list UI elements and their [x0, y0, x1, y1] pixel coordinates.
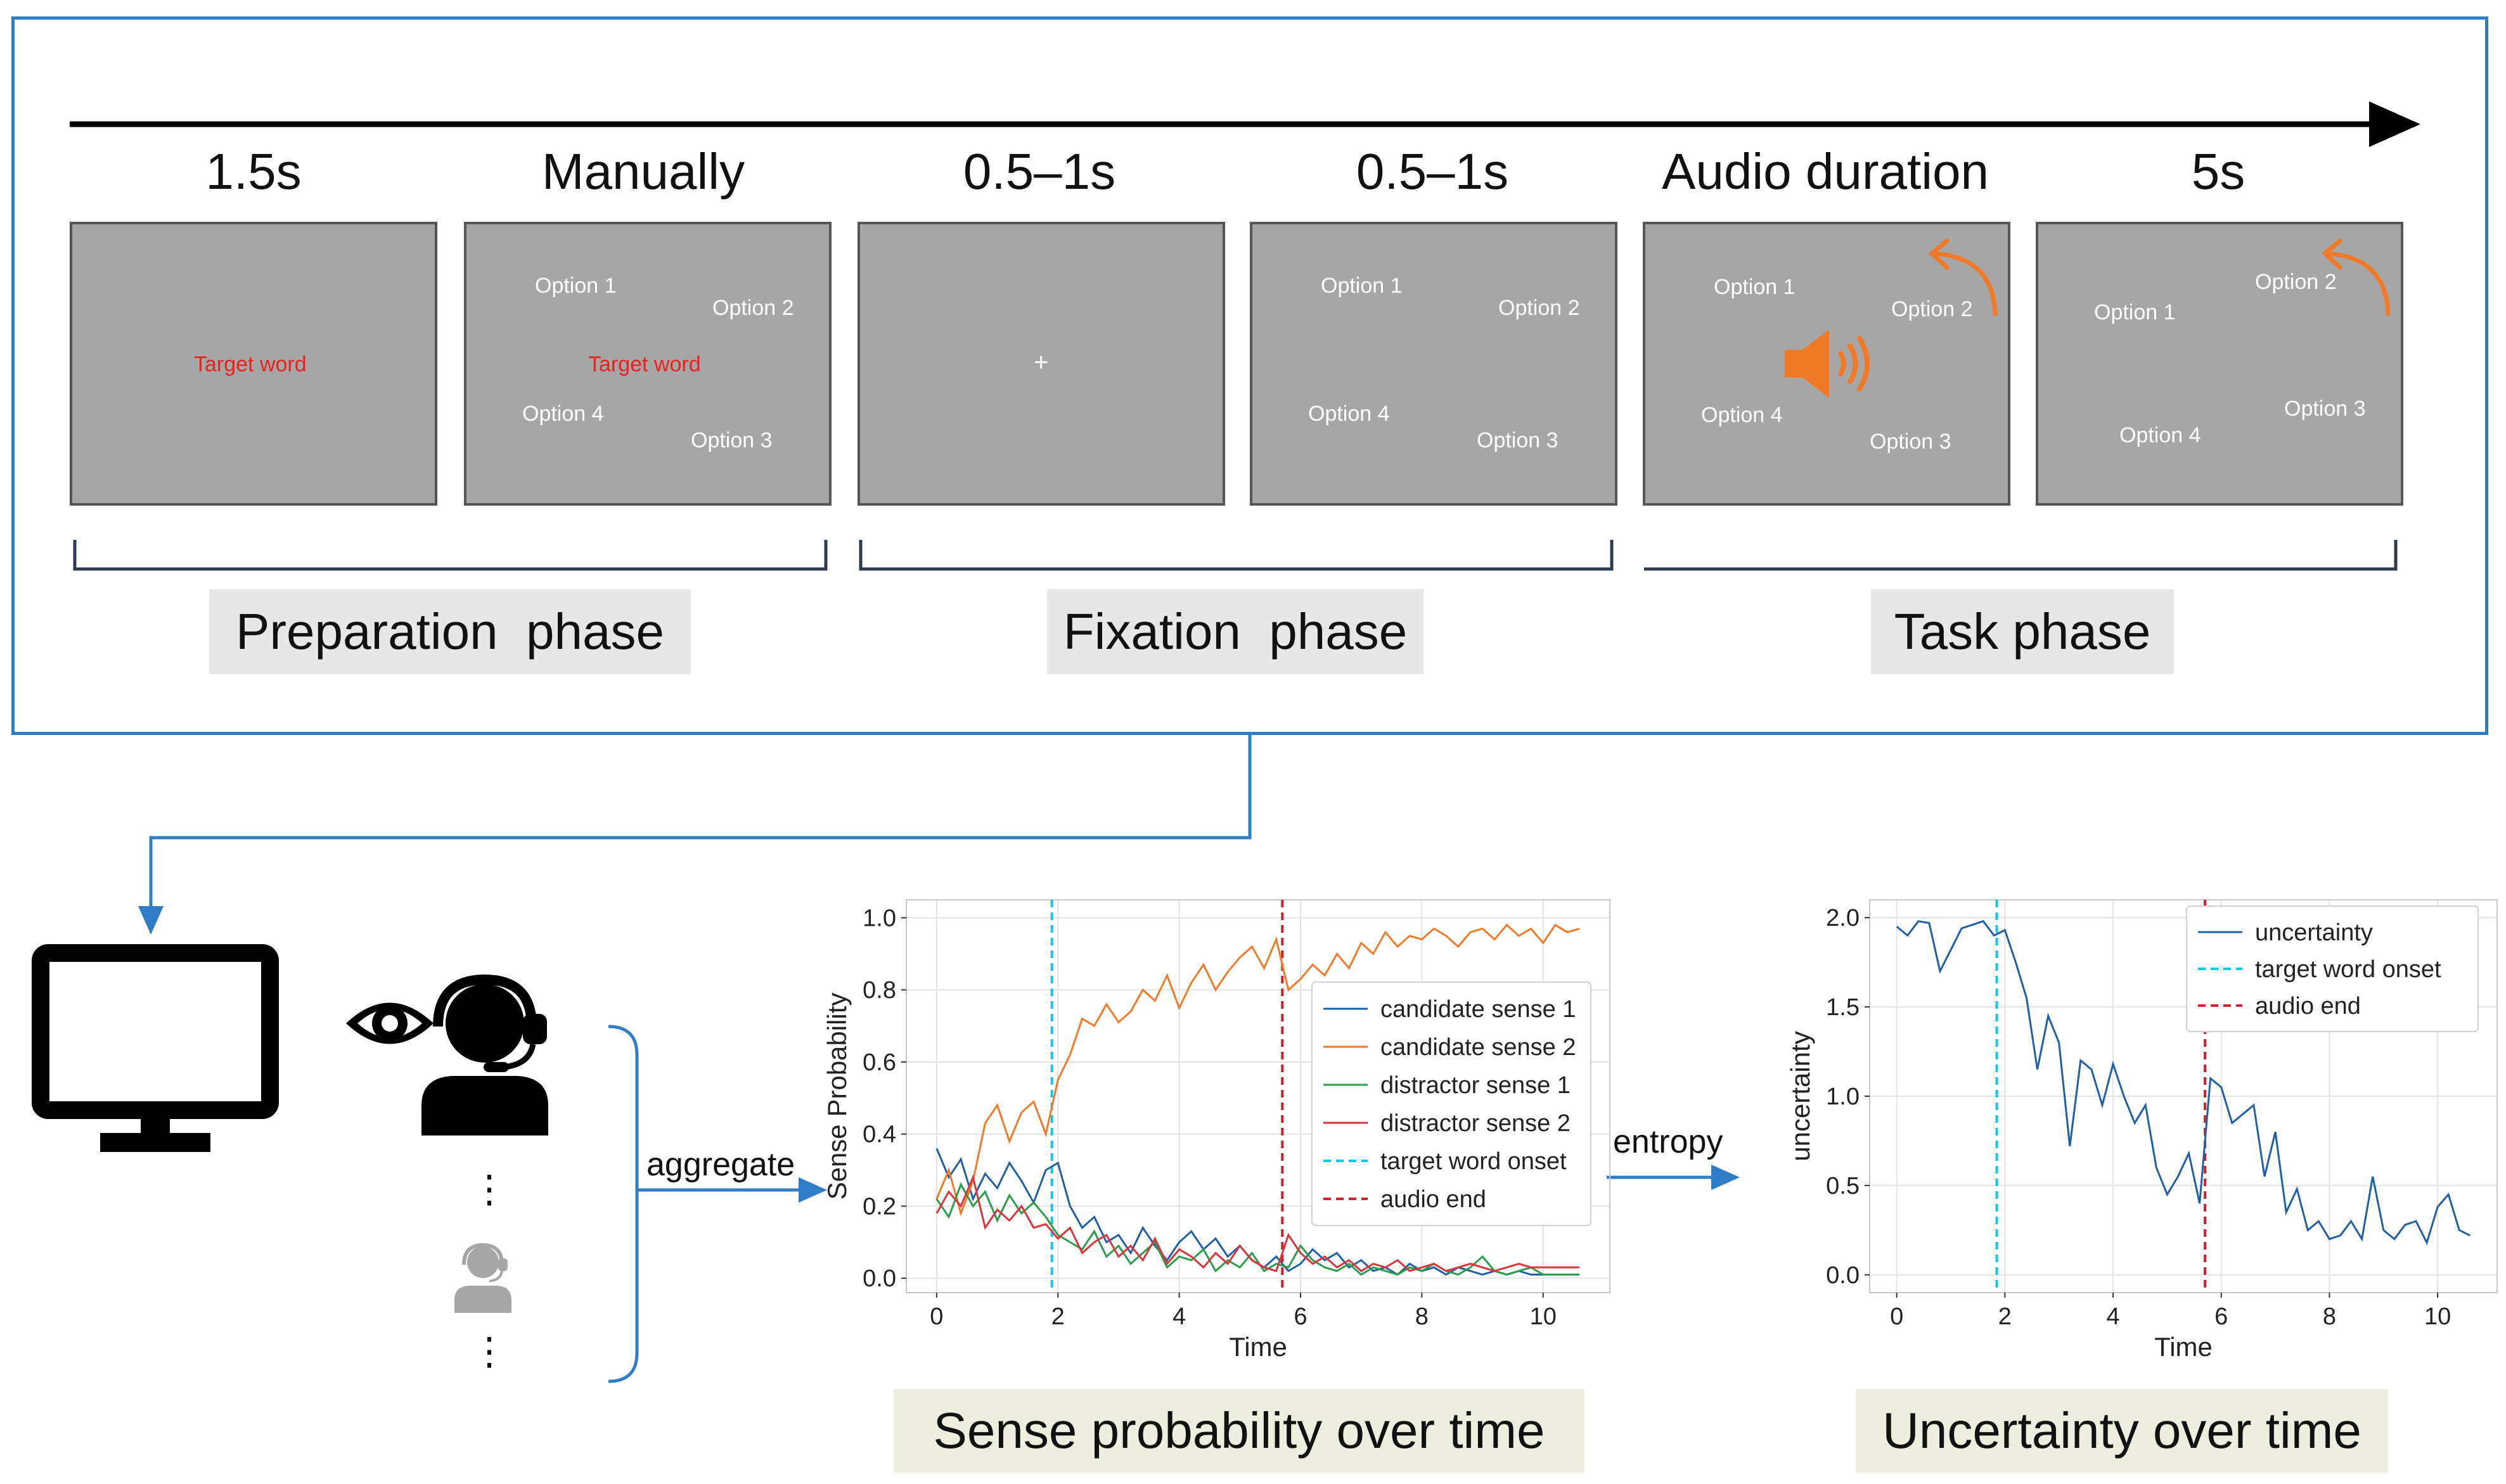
- legend-box: [1311, 982, 1591, 1226]
- speaker-icon: [1785, 329, 1870, 398]
- legend-box: [2186, 905, 2479, 1032]
- x-tick-label: 2: [1998, 1303, 2012, 1330]
- legend-label: uncertainty: [2255, 919, 2373, 946]
- legend-label: audio end: [2255, 993, 2361, 1020]
- x-tick-label: 6: [1294, 1303, 1307, 1330]
- option-2: Option 2: [712, 296, 794, 320]
- x-tick-label: 2: [1051, 1303, 1065, 1330]
- y-tick-label: 1.5: [1826, 994, 1860, 1021]
- aggregate-label: aggregate: [646, 1146, 795, 1183]
- x-tick-label: 0: [1890, 1303, 1903, 1330]
- option-1: Option 1: [1321, 274, 1403, 298]
- timing-label: 5s: [2191, 143, 2246, 200]
- timing-label: 1.5s: [205, 143, 302, 200]
- entropy-label: entropy: [1613, 1123, 1723, 1160]
- option-4: Option 4: [1701, 403, 1783, 427]
- y-tick-label: 0.0: [863, 1265, 896, 1292]
- replay-arrow-icon: [2321, 238, 2391, 316]
- frame-to-monitor-connector: [138, 735, 1252, 935]
- option-4: Option 4: [522, 402, 604, 426]
- option-4: Option 4: [2119, 423, 2201, 447]
- fixation-bracket: [859, 540, 1614, 571]
- option-1: Option 1: [1714, 275, 1796, 299]
- series-line-distractor-sense-2: [935, 1174, 1580, 1272]
- participant-headset-icon: [454, 1243, 511, 1313]
- target-word: Target word: [588, 352, 701, 376]
- target-word: Target word: [194, 352, 307, 376]
- legend-label: target word onset: [2255, 956, 2441, 983]
- x-tick-label: 8: [2323, 1303, 2336, 1330]
- series-line-distractor-sense-1: [935, 1182, 1580, 1276]
- y-tick-label: 0.2: [863, 1193, 896, 1220]
- monitor-icon: [32, 944, 279, 1152]
- y-tick-label: 1.0: [1826, 1084, 1860, 1110]
- y-tick-label: 0.0: [1826, 1262, 1860, 1289]
- ellipsis-bottom: ⋮: [470, 1330, 508, 1372]
- legend-label: distractor sense 1: [1380, 1072, 1571, 1099]
- y-tick-label: 1.0: [863, 905, 896, 931]
- x-tick-label: 6: [2214, 1303, 2228, 1330]
- legend-label: candidate sense 1: [1380, 996, 1576, 1023]
- option-1: Option 1: [2094, 300, 2176, 324]
- screen-audio-playback: Option 1 Option 2 Option 4 Option 3: [1643, 222, 2010, 506]
- fixation-cross: +: [1034, 349, 1049, 376]
- screen-options: Option 1 Option 2 Option 4 Option 3: [1250, 222, 1617, 506]
- eye-icon: [346, 1002, 434, 1044]
- timing-label: Audio duration: [1662, 143, 1989, 200]
- y-axis-label: Sense Probability: [822, 993, 852, 1200]
- ellipsis-top: ⋮: [470, 1168, 508, 1210]
- option-3: Option 3: [1477, 428, 1558, 452]
- task-bracket: [1644, 540, 2398, 571]
- option-2: Option 2: [1891, 297, 1973, 321]
- plot-frame: [906, 899, 1610, 1293]
- x-tick-label: 8: [1415, 1303, 1429, 1330]
- replay-arrow-icon: [1928, 238, 1998, 316]
- option-3: Option 3: [2284, 397, 2366, 421]
- option-3: Option 3: [691, 428, 773, 452]
- trial-procedure-frame: [11, 16, 2488, 735]
- x-axis-label: Time: [1229, 1332, 1287, 1362]
- participants-brace: [608, 1025, 639, 1383]
- option-2: Option 2: [2255, 270, 2337, 294]
- preparation-bracket: [73, 540, 828, 571]
- chart-caption: Sense probability over time: [894, 1389, 1584, 1473]
- option-4: Option 4: [1308, 402, 1390, 426]
- fixation-phase-label: Fixation phase: [1047, 589, 1423, 674]
- y-tick-label: 2.0: [1826, 905, 1860, 931]
- timing-label: 0.5–1s: [963, 143, 1116, 200]
- series-line-uncertainty: [1896, 920, 2471, 1246]
- y-tick-label: 0.4: [863, 1122, 896, 1148]
- timing-label: 0.5–1s: [1356, 143, 1509, 200]
- legend-label: audio end: [1380, 1186, 1486, 1213]
- option-1: Option 1: [535, 274, 617, 298]
- x-tick-label: 4: [2106, 1303, 2119, 1330]
- x-axis-label: Time: [2154, 1332, 2213, 1362]
- timing-label: Manually: [541, 143, 745, 200]
- y-tick-label: 0.6: [863, 1049, 896, 1076]
- chart-caption: Uncertainty over time: [1856, 1389, 2388, 1473]
- x-tick-label: 10: [1530, 1303, 1557, 1330]
- y-axis-label: uncertainty: [1785, 1031, 1815, 1161]
- x-tick-label: 10: [2424, 1303, 2451, 1330]
- x-tick-label: 4: [1173, 1303, 1186, 1330]
- legend-label: distractor sense 2: [1380, 1110, 1571, 1137]
- task-phase-label: Task phase: [1871, 589, 2174, 674]
- y-tick-label: 0.8: [863, 977, 896, 1004]
- legend-label: target word onset: [1380, 1148, 1567, 1175]
- series-line-candidate-sense-2: [935, 923, 1580, 1217]
- legend-label: candidate sense 2: [1380, 1034, 1576, 1061]
- option-2: Option 2: [1498, 296, 1580, 320]
- x-tick-label: 0: [930, 1303, 943, 1330]
- preparation-phase-label: Preparation phase: [209, 589, 691, 674]
- option-3: Option 3: [1870, 430, 1951, 454]
- screen-response: Option 1 Option 2 Option 4 Option 3: [2036, 222, 2403, 506]
- screen-target-word: Target word: [70, 222, 437, 506]
- participant-headset-icon: [421, 974, 548, 1135]
- y-tick-label: 0.5: [1826, 1173, 1860, 1199]
- screen-fixation: +: [858, 222, 1225, 506]
- screen-target-with-options: Option 1 Option 2 Target word Option 4 O…: [464, 222, 832, 506]
